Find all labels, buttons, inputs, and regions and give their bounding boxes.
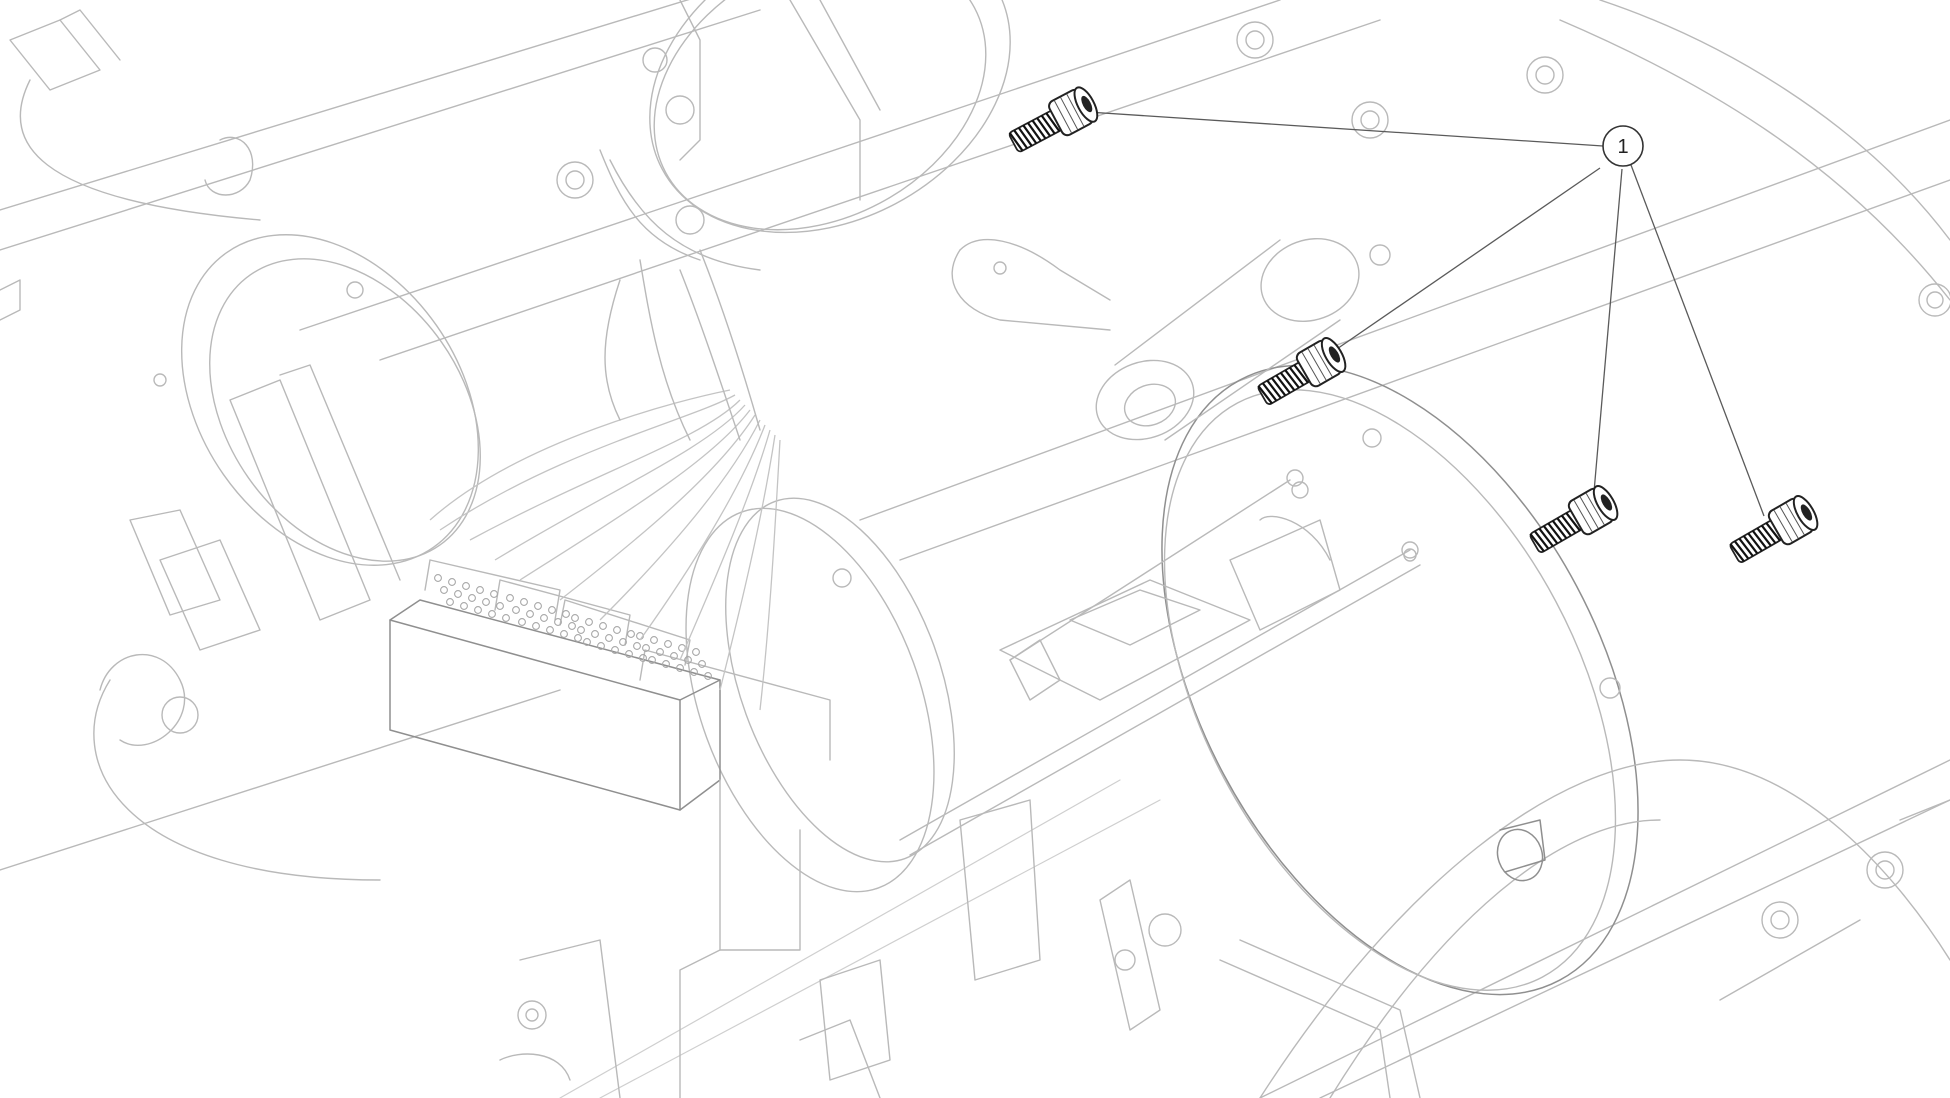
left-bracket [93,364,401,881]
connector-pin [534,602,542,610]
connector-pin [648,656,656,664]
connector-pin [664,640,672,648]
connector-pin [568,622,576,630]
upper-disc [649,0,1011,234]
connector-pin [554,618,562,626]
connector-pin [639,654,647,662]
connector-pin [496,602,504,610]
connector-pin [506,594,514,602]
connector-pin [488,610,496,618]
connector-pin [448,578,456,586]
connector-pin [684,656,692,664]
connector-pin [574,634,582,642]
connector-pin [577,626,585,634]
connector-pin [613,626,621,634]
connector-pin [468,594,476,602]
connector-pin [704,672,712,680]
connector-pin [546,626,554,634]
connector-pin [490,590,498,598]
connector-pin [670,652,678,660]
top-center-bracket [556,0,881,271]
leader-line-screw-d [1630,164,1765,517]
callout-circle [1602,125,1644,167]
connector-pin [512,606,520,614]
connector-pin [434,574,442,582]
connector-pin [625,650,633,658]
wire-bundle [429,249,781,711]
shafts [899,469,1421,856]
connector-pin [656,648,664,656]
lower-components [499,799,1950,1098]
connector-pin [518,618,526,626]
lower-right-disc [1259,759,1950,1098]
connector-pin [540,614,548,622]
connector-pin [476,586,484,594]
connector-pin [532,622,540,630]
connector-pin [482,598,490,606]
motor-cylinder [951,238,1360,441]
connector-pin [611,646,619,654]
connector-pin [627,630,635,638]
connector-pin [548,606,556,614]
leader-line-screw-c [1593,168,1623,493]
connector-pin [446,598,454,606]
cap-screw-c [1529,485,1619,553]
callout-leaders [1087,111,1765,517]
cap-screws [1008,86,1819,563]
cap-screw-a [1008,86,1099,153]
connector-pin [440,586,448,594]
connector-pin [460,602,468,610]
top-right-housing [1236,0,1950,317]
connector-pin [698,660,706,668]
connector-pin [454,590,462,598]
connector-pin [591,630,599,638]
connector-pin [692,648,700,656]
leader-line-screw-a [1087,111,1604,147]
top-left-connectors [0,9,261,321]
right-connector-assembly [999,481,1417,701]
connector-pin [562,610,570,618]
knurled-knob [1496,819,1546,882]
connector-pin [560,630,568,638]
callout-1: 1 [1602,125,1644,167]
cap-screw-b [1257,337,1347,405]
connector-pin [690,668,698,676]
connector-pin [605,634,613,642]
connector-pin [526,610,534,618]
connector-pin [462,582,470,590]
connector-pin [520,598,528,606]
connector-pins [434,574,712,680]
connector-pin [599,622,607,630]
connector-pin [597,642,605,650]
cap-screw-d [1729,495,1819,563]
leader-line-screw-b [1317,167,1601,363]
connector-pin [633,642,641,650]
connector-pin [642,644,650,652]
connector-pin [583,638,591,646]
connector-pin [650,636,658,644]
left-disc [153,234,481,566]
callout-label: 1 [1617,136,1628,158]
connector-pin [502,614,510,622]
connector-pin [474,606,482,614]
connector-pin [585,618,593,626]
connector-pin [662,660,670,668]
connector-pin [676,664,684,672]
connector-pin [571,614,579,622]
connector-pin [619,638,627,646]
right-disc [1161,364,1639,996]
